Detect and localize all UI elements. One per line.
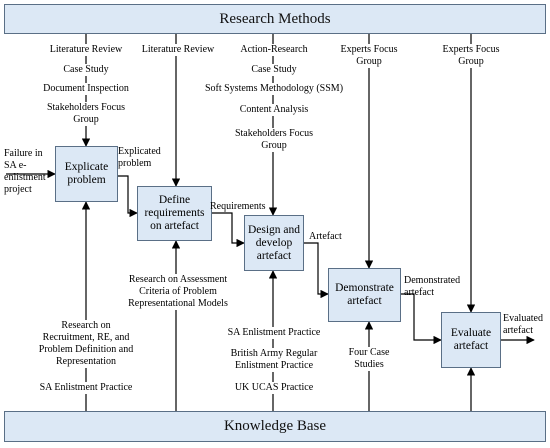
method-label: Literature Review — [128, 44, 228, 56]
output-label: Evaluated artefact — [503, 313, 543, 336]
research-methods-banner: Research Methods — [4, 4, 546, 34]
flow-arrow-1 — [118, 175, 138, 218]
method-label: Case Study — [238, 64, 310, 76]
method-label: Soft Systems Methodology (SSM) — [188, 83, 360, 95]
method-label: Action-Research — [230, 44, 318, 56]
evaluate-artefact-box: Evaluate artefact — [441, 312, 501, 368]
knowledge-label: Research on Recruitment, RE, and Problem… — [24, 320, 148, 368]
step-label: Evaluate artefact — [450, 327, 492, 352]
method-label: Case Study — [36, 64, 136, 76]
knowledge-label: Four Case Studies — [338, 347, 400, 371]
output-label: Explicated problem — [118, 146, 161, 169]
flow-arrow-4 — [401, 293, 442, 345]
flow-arrow-3 — [304, 242, 329, 299]
flow-arrow-2 — [212, 212, 245, 248]
knowledge-label: UK UCAS Practice — [222, 382, 326, 394]
step-label: Define requirements on artefact — [144, 194, 205, 232]
output-label: Requirements — [210, 201, 266, 212]
knowledge-label: Research on Assessment Criteria of Probl… — [116, 274, 240, 310]
method-label: Stakeholders Focus Group — [30, 102, 142, 126]
method-label: Experts Focus Group — [428, 44, 514, 68]
define-requirements-box: Define requirements on artefact — [137, 186, 212, 241]
method-label: Document Inspection — [30, 83, 142, 95]
explicate-problem-box: Explicate problem — [55, 146, 118, 202]
demonstrate-artefact-box: Demonstrate artefact — [328, 268, 401, 322]
knowledge-label: SA Enlistment Practice — [24, 382, 148, 394]
step-label: Demonstrate artefact — [335, 282, 394, 307]
method-label: Literature Review — [36, 44, 136, 56]
output-label: Demonstrated artefact — [404, 275, 461, 298]
method-label: Stakeholders Focus Group — [222, 128, 326, 152]
input-label: Failure in SA e- enlistment project — [4, 148, 46, 195]
step-label: Explicate problem — [64, 161, 109, 186]
design-develop-box: Design and develop artefact — [244, 215, 304, 271]
knowledge-base-banner: Knowledge Base — [4, 411, 546, 442]
knowledge-label: SA Enlistment Practice — [216, 327, 332, 339]
output-label: Artefact — [309, 231, 342, 242]
knowledge-label: British Army Regular Enlistment Practice — [220, 348, 328, 372]
method-label: Experts Focus Group — [326, 44, 412, 68]
method-label: Content Analysis — [230, 104, 318, 116]
step-label: Design and develop artefact — [247, 223, 301, 262]
